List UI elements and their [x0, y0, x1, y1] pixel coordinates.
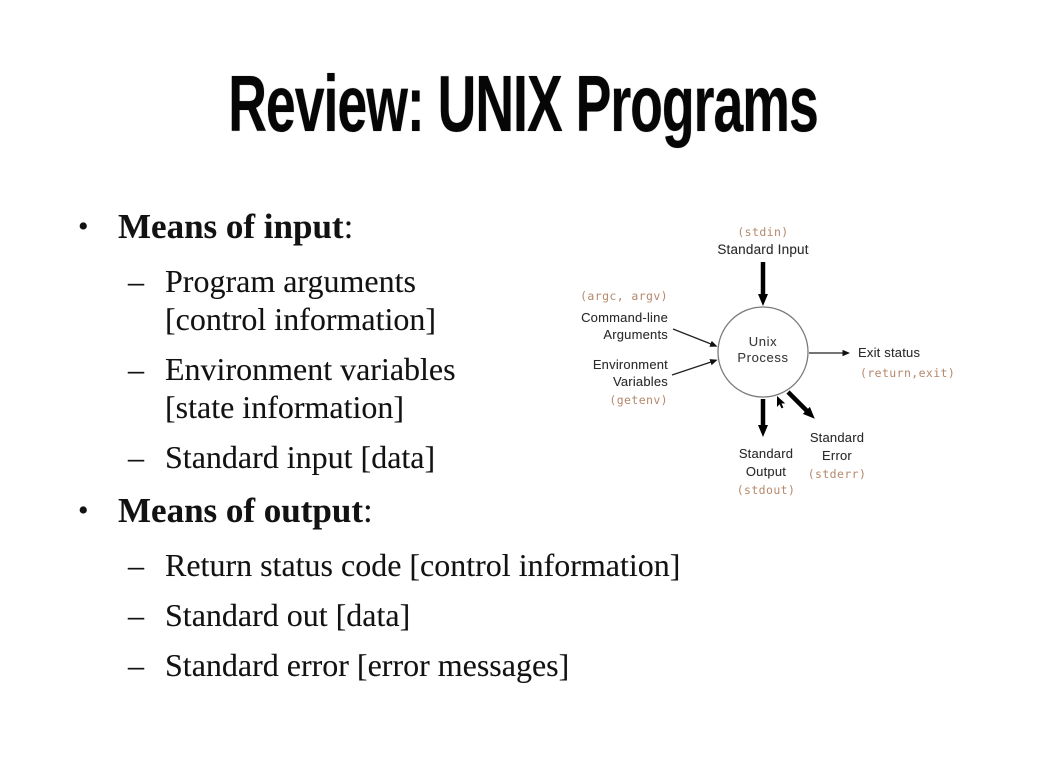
variables-label: Variables — [612, 374, 668, 389]
unix-process-diagram: (stdin) Standard Input (argc, argv) Comm… — [560, 200, 1040, 512]
subbullet-line: [control information] — [165, 301, 437, 337]
subbullet-standard-out: – Standard out [data] — [78, 596, 728, 634]
subbullet-line: Standard error [error messages] — [165, 647, 570, 683]
dash-icon: – — [128, 647, 144, 683]
mouse-cursor-icon — [777, 396, 786, 409]
bullet-list: • Means of input: – Program arguments [c… — [78, 204, 728, 696]
stderr-arrow — [786, 390, 815, 419]
command-line-args-arrow — [672, 328, 718, 347]
bullet-suffix: : — [343, 207, 354, 246]
stderr-label-line2: Error — [822, 448, 852, 463]
process-label-line1: Unix — [748, 334, 778, 349]
exit-status-label: Exit status — [858, 345, 921, 360]
bullet-dot-icon: • — [78, 494, 89, 527]
stdout-label-line2: Output — [745, 464, 787, 479]
subbullet-line: Environment variables — [165, 351, 456, 387]
stdin-code-label: (stdin) — [737, 225, 789, 239]
dash-icon: – — [128, 547, 144, 583]
process-circle — [717, 306, 809, 398]
bullet-dot-icon: • — [78, 210, 89, 243]
environment-variables-arrow — [671, 359, 718, 376]
subbullet-line: Standard out [data] — [165, 597, 411, 633]
environment-label: Environment — [592, 357, 668, 372]
getenv-code-label: (getenv) — [609, 393, 668, 407]
bullet-label: Means of output — [118, 491, 364, 530]
dash-icon: – — [128, 439, 144, 475]
dash-icon: – — [128, 597, 144, 633]
bullet-means-of-input: • Means of input: — [78, 204, 728, 250]
command-line-label: Command-line — [581, 310, 668, 325]
subbullet-line: [state information] — [165, 389, 405, 425]
bullet-suffix: : — [363, 491, 373, 530]
bullet-label: Means of input — [118, 207, 344, 246]
subbullet-line: Program arguments — [165, 263, 416, 299]
process-label-line2: Process — [737, 350, 789, 365]
argc-argv-code-label: (argc, argv) — [580, 289, 668, 303]
subbullet-line: Return status code [control information] — [165, 547, 681, 583]
page-title: Review: UNIX Programs — [228, 59, 819, 148]
stderr-code-label: (stderr) — [807, 467, 867, 481]
subbullet-line: Standard input [data] — [165, 439, 436, 475]
subbullet-standard-input: – Standard input [data] — [78, 438, 728, 476]
dash-icon: – — [128, 263, 144, 299]
stdin-label: Standard Input — [717, 242, 809, 257]
diagram-arrows-layer — [671, 262, 850, 437]
bullet-means-of-output: • Means of output: — [78, 488, 728, 534]
subbullet-return-status: – Return status code [control informatio… — [78, 546, 728, 584]
arguments-label: Arguments — [603, 327, 668, 342]
stderr-label-line1: Standard — [809, 430, 865, 445]
subbullet-environment-variables: – Environment variables [state informati… — [78, 350, 728, 426]
stdout-label-line1: Standard — [738, 446, 794, 461]
dash-icon: – — [128, 351, 144, 387]
subbullet-program-arguments: – Program arguments [control information… — [78, 262, 728, 338]
subbullet-standard-error: – Standard error [error messages] — [78, 646, 728, 684]
stdout-code-label: (stdout) — [736, 483, 796, 497]
return-exit-code-label: (return,exit) — [860, 366, 956, 380]
